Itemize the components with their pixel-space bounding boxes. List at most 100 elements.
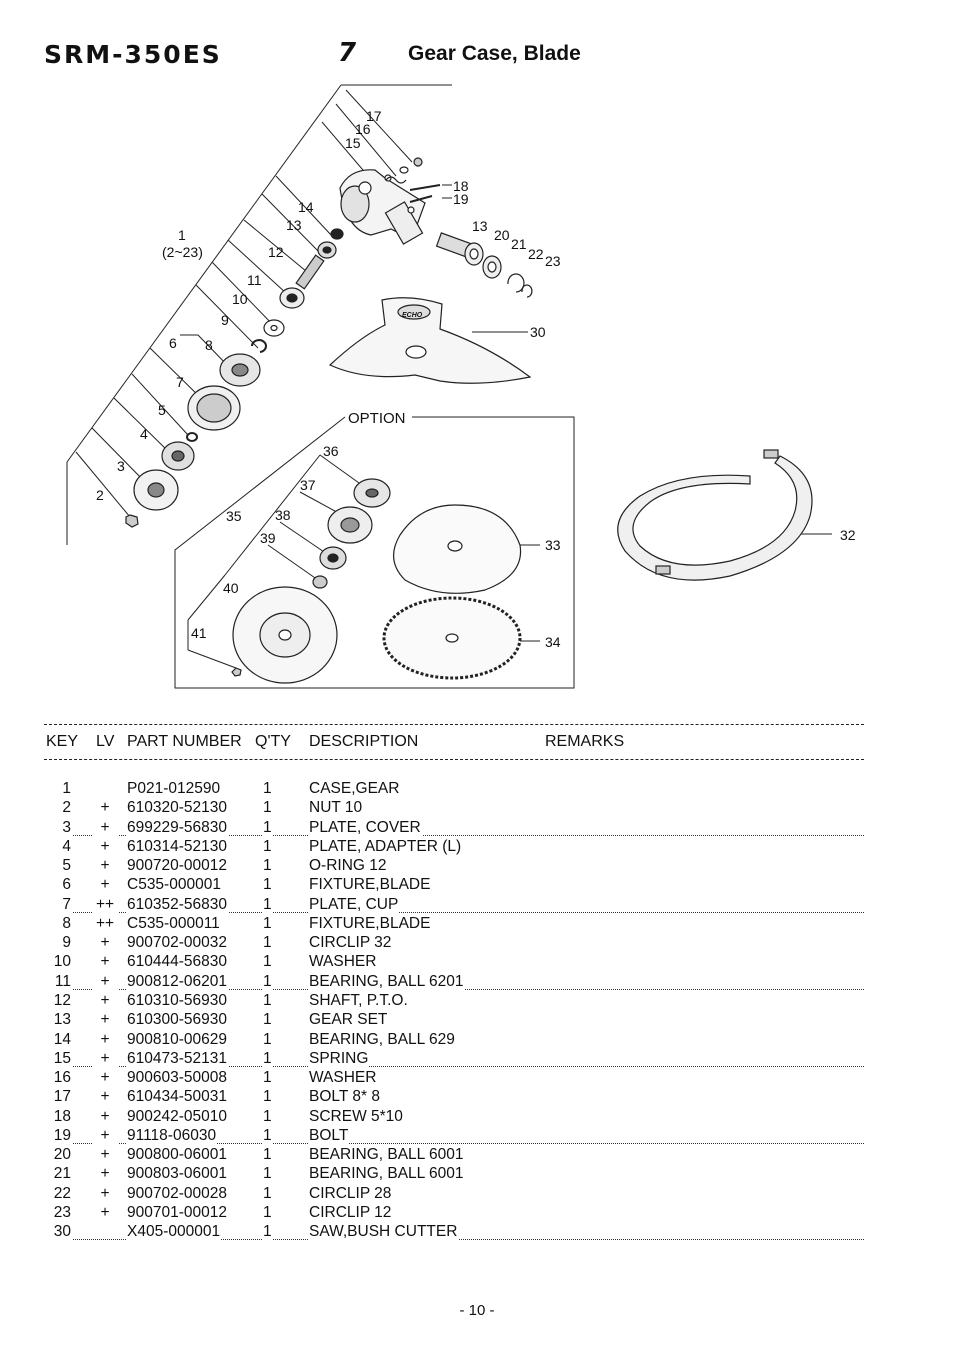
callout-14: 14 bbox=[298, 199, 314, 215]
cell-qty: 1 bbox=[262, 1010, 273, 1030]
cell-key: 30 bbox=[46, 1222, 72, 1242]
cell-description: O-RING 12 bbox=[308, 856, 388, 876]
cell-description: BEARING, BALL 6001 bbox=[308, 1145, 465, 1165]
table-top-rule bbox=[44, 724, 864, 725]
cell-key: 17 bbox=[46, 1087, 72, 1107]
callout-32: 32 bbox=[840, 527, 856, 543]
cell-qty: 1 bbox=[262, 1222, 273, 1242]
cell-part-number: 91118-06030 bbox=[126, 1125, 218, 1145]
row-guide-dots bbox=[46, 834, 864, 836]
cell-lv: + bbox=[92, 1202, 118, 1222]
cell-part-number: 610434-50031 bbox=[126, 1087, 228, 1107]
cell-lv: + bbox=[92, 990, 118, 1010]
cell-description: BEARING, BALL 6001 bbox=[308, 1164, 465, 1184]
callout-9: 9 bbox=[221, 312, 229, 328]
cell-key: 16 bbox=[46, 1068, 72, 1088]
cell-lv: + bbox=[92, 798, 118, 818]
cell-key: 20 bbox=[46, 1145, 72, 1165]
cell-key: 13 bbox=[46, 1010, 72, 1030]
callout-21: 21 bbox=[511, 236, 527, 252]
callout-16: 16 bbox=[355, 121, 371, 137]
cell-description: SAW,BUSH CUTTER bbox=[308, 1222, 459, 1242]
cell-lv: + bbox=[92, 1048, 118, 1068]
cell-description: CIRCLIP 32 bbox=[308, 933, 393, 953]
cell-description: SHAFT, P.T.O. bbox=[308, 990, 409, 1010]
cell-part-number: 900720-00012 bbox=[126, 856, 228, 876]
row-guide-dots bbox=[46, 1142, 864, 1144]
callout-3: 3 bbox=[117, 458, 125, 474]
callout-38: 38 bbox=[275, 507, 291, 523]
cell-part-number: X405-000001 bbox=[126, 1222, 222, 1242]
option-label: OPTION bbox=[348, 410, 406, 427]
cell-description: FIXTURE,BLADE bbox=[308, 875, 432, 895]
callout-15: 15 bbox=[345, 135, 361, 151]
cell-key: 15 bbox=[46, 1048, 72, 1068]
callout-8: 8 bbox=[205, 337, 213, 353]
cell-lv: ++ bbox=[92, 913, 118, 933]
header-lv: LV bbox=[96, 733, 115, 750]
cell-qty: 1 bbox=[262, 1202, 273, 1222]
cell-part-number: 900603-50008 bbox=[126, 1068, 228, 1088]
cell-key: 2 bbox=[46, 798, 72, 818]
blade-logo: ECHO bbox=[402, 312, 423, 319]
callout-36: 36 bbox=[323, 443, 339, 459]
callout-30: 30 bbox=[530, 324, 546, 340]
cell-key: 4 bbox=[46, 836, 72, 856]
cell-part-number: 699229-56830 bbox=[126, 817, 228, 837]
cell-lv: ++ bbox=[92, 894, 118, 914]
cell-qty: 1 bbox=[262, 1164, 273, 1184]
cell-lv: + bbox=[92, 1125, 118, 1145]
cell-part-number: 900702-00028 bbox=[126, 1183, 228, 1203]
callout-4: 4 bbox=[140, 426, 148, 442]
model-title: SRM-350ES bbox=[44, 40, 222, 69]
cell-qty: 1 bbox=[262, 952, 273, 972]
callout-20: 20 bbox=[494, 227, 510, 243]
cell-part-number: 900810-00629 bbox=[126, 1029, 228, 1049]
cell-lv: + bbox=[92, 1087, 118, 1107]
cell-lv: + bbox=[92, 856, 118, 876]
cell-qty: 1 bbox=[262, 971, 273, 991]
cell-description: GEAR SET bbox=[308, 1010, 389, 1030]
cell-key: 14 bbox=[46, 1029, 72, 1049]
callout-22: 22 bbox=[528, 246, 544, 262]
header-part-number: PART NUMBER bbox=[127, 733, 242, 750]
cell-description: CIRCLIP 28 bbox=[308, 1183, 393, 1203]
cell-qty: 1 bbox=[262, 933, 273, 953]
cell-key: 10 bbox=[46, 952, 72, 972]
section-number: 7 bbox=[338, 38, 357, 68]
cell-qty: 1 bbox=[262, 1183, 273, 1203]
cell-key: 7 bbox=[46, 894, 72, 914]
cell-description: PLATE, CUP bbox=[308, 894, 400, 914]
cell-description: WASHER bbox=[308, 952, 378, 972]
callout-19: 19 bbox=[453, 191, 469, 207]
cell-description: NUT 10 bbox=[308, 798, 364, 818]
table-header-rule bbox=[44, 759, 864, 760]
cell-description: PLATE, ADAPTER (L) bbox=[308, 836, 463, 856]
cell-qty: 1 bbox=[262, 817, 273, 837]
cell-lv: + bbox=[92, 836, 118, 856]
cell-part-number: 900701-00012 bbox=[126, 1202, 228, 1222]
cell-qty: 1 bbox=[262, 894, 273, 914]
cell-description: FIXTURE,BLADE bbox=[308, 913, 432, 933]
header-remarks: REMARKS bbox=[545, 733, 625, 750]
cell-key: 1 bbox=[46, 779, 72, 798]
cell-key: 8 bbox=[46, 913, 72, 933]
cell-part-number: 900803-06001 bbox=[126, 1164, 228, 1184]
callout-23: 23 bbox=[545, 253, 561, 269]
cell-part-number: C535-000011 bbox=[126, 913, 221, 933]
cell-key: 22 bbox=[46, 1183, 72, 1203]
callout-1-range: (2~23) bbox=[162, 244, 203, 260]
callout-5: 5 bbox=[158, 402, 166, 418]
cell-part-number: 900800-06001 bbox=[126, 1145, 228, 1165]
cell-key: 11 bbox=[46, 971, 72, 991]
cell-qty: 1 bbox=[262, 856, 273, 876]
cell-key: 19 bbox=[46, 1125, 72, 1145]
